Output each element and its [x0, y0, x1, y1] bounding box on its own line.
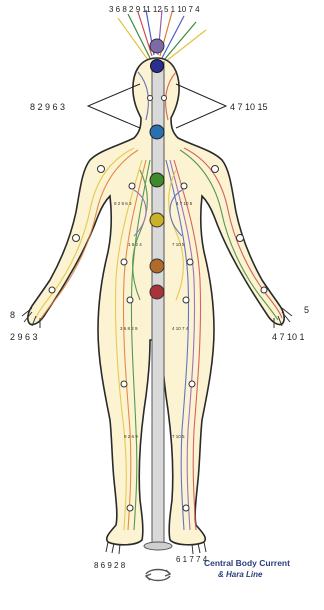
- svg-text:3 6 8 2 9: 3 6 8 2 9: [120, 326, 138, 331]
- svg-text:1 6 2 4: 1 6 2 4: [128, 242, 142, 247]
- svg-text:9 2 6 9: 9 2 6 9: [124, 434, 138, 439]
- svg-text:9 2 9 6 3: 9 2 9 6 3: [114, 201, 132, 206]
- chakra-throat: [150, 125, 164, 139]
- rotation-arrow-icon: [146, 570, 170, 581]
- svg-text:4 10 7 4: 4 10 7 4: [172, 326, 189, 331]
- left-bracket-label: 8 2 9 6 3: [30, 102, 65, 112]
- crown-rays: [118, 10, 206, 62]
- left-hand-bottom: 2 9 6 3: [10, 332, 38, 342]
- crown-numbers: 3 6 8 2 9 11 12 5 1 10 7 4: [109, 5, 200, 14]
- svg-text:7 10 5: 7 10 5: [172, 434, 185, 439]
- caption-line-1: Central Body Current: [204, 558, 290, 568]
- chakra-heart: [150, 173, 164, 187]
- right-bracket-label: 4 7 10 15: [230, 102, 268, 112]
- left-foot-numbers: 8 6 9 2 8: [94, 561, 126, 570]
- caption-line-2: & Hara Line: [218, 570, 263, 579]
- chakra-brow: [151, 60, 164, 73]
- chakra-crown: [150, 39, 164, 53]
- svg-text:7 10 5: 7 10 5: [172, 242, 185, 247]
- chakra-root: [150, 285, 164, 299]
- chakra-sacral: [150, 259, 164, 273]
- right-foot-numbers: 6 1 7 7 4: [176, 555, 208, 564]
- svg-text:4 7 10 5: 4 7 10 5: [176, 201, 193, 206]
- left-hand-top: 8: [10, 310, 15, 320]
- right-hand-bottom: 4 7 10 1: [272, 332, 305, 342]
- right-hand-top: 5: [304, 305, 309, 315]
- chakra-solar-plexus: [150, 213, 164, 227]
